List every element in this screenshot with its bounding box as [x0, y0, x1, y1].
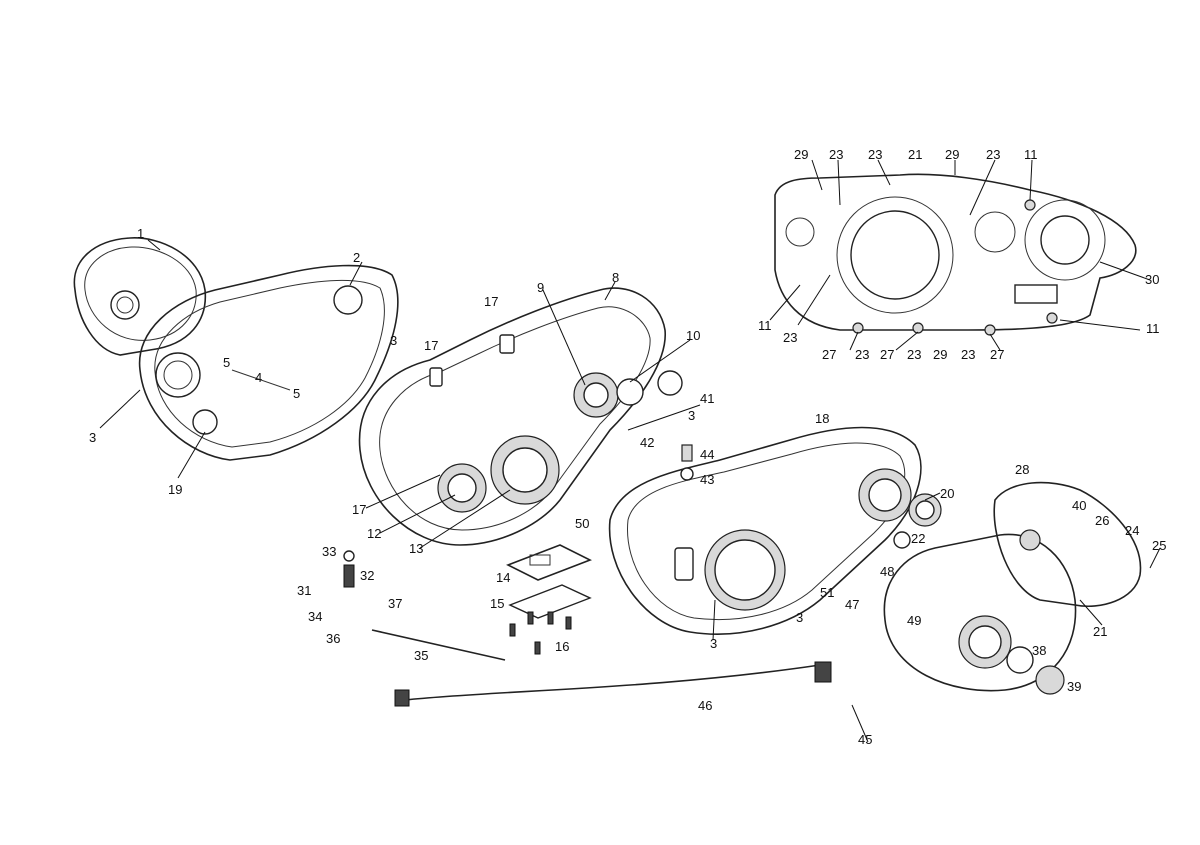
callout-23: 23 [829, 147, 843, 162]
callout-4: 4 [255, 370, 262, 385]
callout-15: 15 [490, 596, 504, 611]
oil-seal-20 [908, 493, 942, 527]
spring-32 [343, 550, 355, 588]
callout-25: 25 [1152, 538, 1166, 553]
callout-46: 46 [698, 698, 712, 713]
callout-29: 29 [794, 147, 808, 162]
callout-32: 32 [360, 568, 374, 583]
clutch-cover-outer [73, 237, 207, 356]
leader-lines [99, 159, 1161, 743]
ignition-cover [883, 481, 1142, 695]
callout-17: 17 [352, 502, 366, 517]
callout-27: 27 [880, 347, 894, 362]
seal-22 [893, 531, 911, 549]
callout-29: 29 [933, 347, 947, 362]
callout-49: 49 [907, 613, 921, 628]
callout-36: 36 [326, 631, 340, 646]
screws-16 [509, 611, 572, 655]
callout-17: 17 [484, 294, 498, 309]
callout-11: 11 [758, 318, 772, 333]
callout-35: 35 [414, 648, 428, 663]
callout-3: 3 [688, 408, 695, 423]
callout-1: 1 [137, 226, 144, 241]
clutch-cover-inner [138, 264, 399, 461]
callout-23: 23 [986, 147, 1000, 162]
callout-31: 31 [297, 583, 311, 598]
callout-39: 39 [1067, 679, 1081, 694]
callout-10: 10 [686, 328, 700, 343]
callout-9: 9 [537, 280, 544, 295]
callout-23: 23 [855, 347, 869, 362]
callout-8: 8 [612, 270, 619, 285]
callout-37: 37 [388, 596, 402, 611]
callout-14: 14 [496, 570, 510, 585]
callout-18: 18 [815, 411, 829, 426]
callout-27: 27 [822, 347, 836, 362]
gasket-14 [506, 544, 592, 581]
callout-5: 5 [223, 355, 230, 370]
callout-11: 11 [1146, 321, 1160, 336]
callout-16: 16 [555, 639, 569, 654]
callout-29: 29 [945, 147, 959, 162]
callout-33: 33 [322, 544, 336, 559]
callout-28: 28 [1015, 462, 1029, 477]
callout-21: 21 [1093, 624, 1107, 639]
callout-3: 3 [89, 430, 96, 445]
callout-34: 34 [308, 609, 322, 624]
callout-23: 23 [907, 347, 921, 362]
callout-22: 22 [911, 531, 925, 546]
callout-44: 44 [700, 447, 714, 462]
callout-19: 19 [168, 482, 182, 497]
oil-pipe-35 [371, 629, 506, 661]
callout-12: 12 [367, 526, 381, 541]
callout-51: 51 [820, 585, 834, 600]
callout-24: 24 [1125, 523, 1139, 538]
callout-11: 11 [1024, 147, 1038, 162]
callout-2: 2 [353, 250, 360, 265]
callout-50: 50 [575, 516, 589, 531]
callout-17: 17 [424, 338, 438, 353]
callout-13: 13 [409, 541, 423, 556]
callouts: 1 2 3 3 3 3 3 4 5 5 8 9 10 11 11 11 12 1… [89, 147, 1166, 747]
callout-5: 5 [293, 386, 300, 401]
callout-21: 21 [908, 147, 922, 162]
callout-41: 41 [700, 391, 714, 406]
callout-43: 43 [700, 472, 714, 487]
callout-47: 47 [845, 597, 859, 612]
callout-3: 3 [796, 610, 803, 625]
drain-plug-44 [680, 444, 694, 481]
shift-cable-46 [394, 661, 832, 707]
callout-38: 38 [1032, 643, 1046, 658]
crankcase-half-plan-view [774, 173, 1137, 336]
left-crankcase-half [358, 287, 683, 546]
callout-40: 40 [1072, 498, 1086, 513]
callout-20: 20 [940, 486, 954, 501]
callout-3: 3 [710, 636, 717, 651]
callout-23: 23 [868, 147, 882, 162]
callout-23: 23 [783, 330, 797, 345]
callout-23: 23 [961, 347, 975, 362]
callout-26: 26 [1095, 513, 1109, 528]
callout-27: 27 [990, 347, 1004, 362]
callout-42: 42 [640, 435, 654, 450]
right-crankcase-half [608, 426, 922, 635]
callout-48: 48 [880, 564, 894, 579]
callout-3: 3 [390, 333, 397, 348]
callout-45: 45 [858, 732, 872, 747]
callout-30: 30 [1145, 272, 1159, 287]
